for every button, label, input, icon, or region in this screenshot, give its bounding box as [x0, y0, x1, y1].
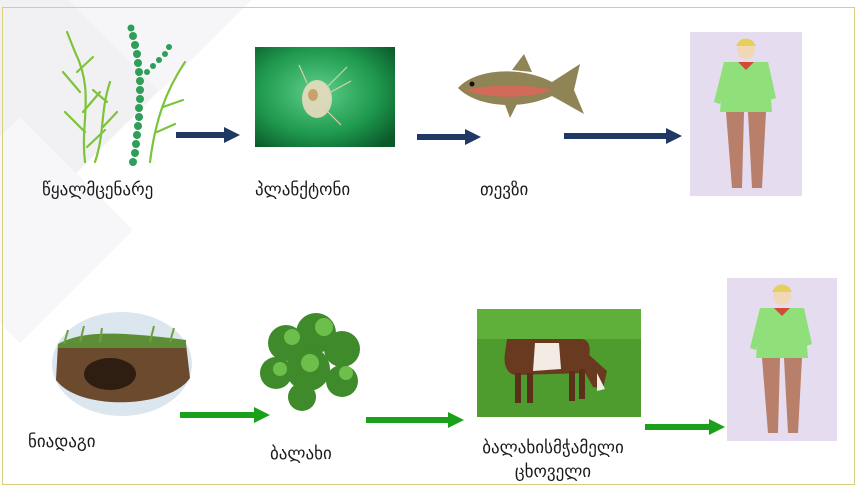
algae-image: [55, 12, 195, 172]
chain-label: თევზი: [480, 180, 528, 200]
plankton-icon: [255, 47, 395, 147]
chain-label: ბალახი: [270, 444, 332, 464]
arrow-right-icon: [417, 128, 481, 146]
chain-label: წყალმცენარე: [42, 180, 153, 200]
chain-label: პლანქტონი: [255, 180, 350, 200]
arrow-right-icon: [176, 126, 240, 144]
chain-label: ბალახისმჭამელი ცხოველი: [464, 436, 642, 484]
human-icon: [727, 278, 837, 441]
fish-image: [452, 48, 590, 126]
arrow-right-icon: [564, 127, 682, 145]
plankton-image: [255, 47, 395, 147]
grass-icon: [246, 303, 374, 417]
fish-icon: [452, 48, 590, 126]
human-image: [727, 278, 837, 441]
grass-image: [246, 303, 374, 417]
cow-icon: [477, 309, 641, 417]
cow-image: [477, 309, 641, 417]
chain-label: ნიადაგი: [28, 432, 96, 452]
human-image: [690, 32, 802, 196]
soil-icon: [50, 308, 195, 420]
human-icon: [690, 32, 802, 196]
arrow-right-icon: [645, 418, 725, 436]
arrow-right-icon: [366, 411, 464, 429]
soil-image: [50, 308, 195, 420]
algae-icon: [55, 12, 195, 172]
